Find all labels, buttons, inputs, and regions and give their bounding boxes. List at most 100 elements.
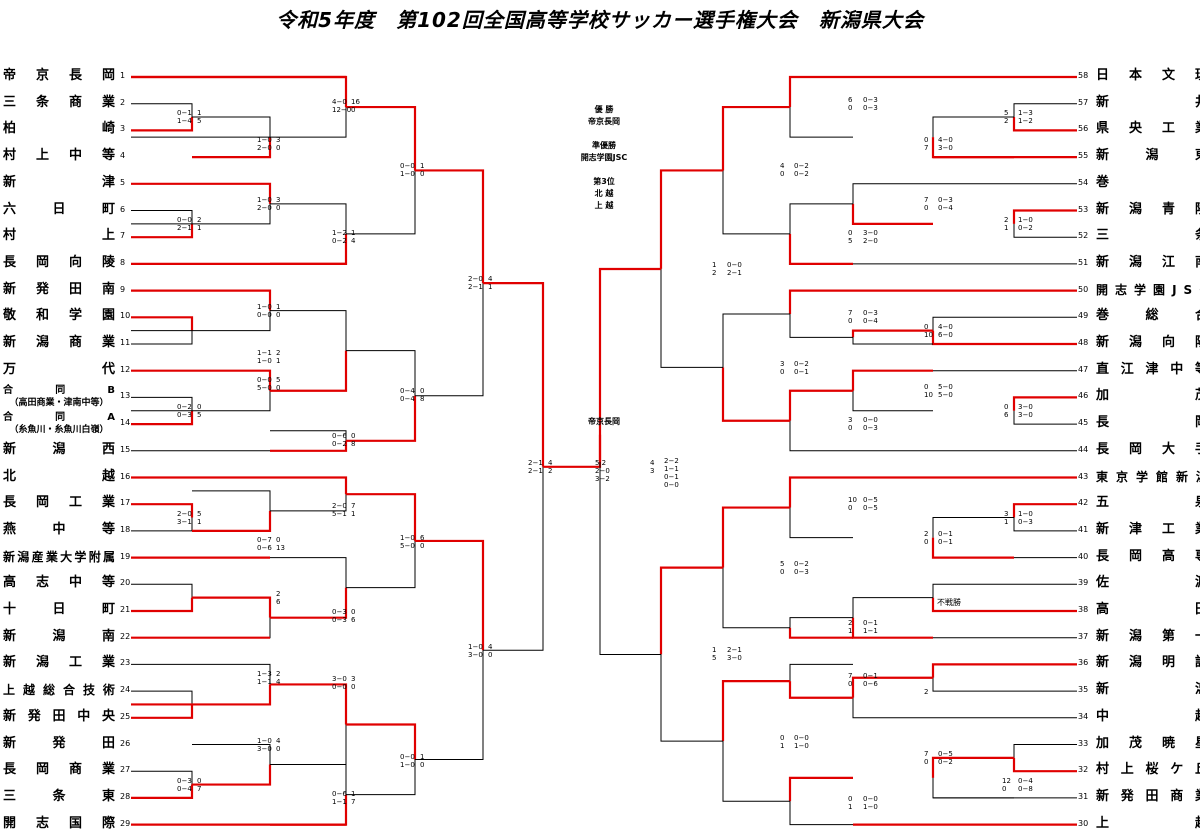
bracket-line (131, 704, 194, 719)
seed-number: 53 (1078, 204, 1089, 214)
bracket-line (131, 330, 193, 345)
team-21: 十日町 (3, 602, 115, 617)
bracket-line (1013, 517, 1077, 532)
score-s_r22_a: 2 (924, 688, 929, 697)
score-s_l1_a: 0−1 1−4 (177, 109, 192, 126)
score-s_r4_a: 4 0 (780, 162, 785, 179)
seed-number: 25 (120, 711, 131, 721)
bracket-line (192, 490, 271, 511)
team-26: 新発田 (3, 735, 115, 751)
bracket-line (131, 210, 193, 224)
seed-number: 33 (1078, 738, 1089, 748)
score-s_l17_a: 0−7 0−6 (257, 536, 272, 553)
bracket-line (722, 313, 790, 368)
bracket-line (415, 283, 484, 397)
seed-number: 38 (1078, 605, 1089, 614)
bracket-line (415, 539, 485, 651)
score-s_r21_b: 0−1 0−6 (863, 672, 878, 689)
bracket-line (131, 369, 272, 391)
bracket-line (131, 503, 194, 518)
score-s_r5_a: 7 0 (924, 195, 929, 212)
bracket-line (788, 627, 853, 639)
score-s_l17_b: 0 13 (276, 536, 285, 553)
bracket-line (931, 663, 1077, 678)
seed-number: 8 (120, 257, 126, 267)
team-44: 長岡大手 (1096, 441, 1200, 457)
team-8: 長岡向陵 (3, 254, 115, 270)
seed-number: 44 (1078, 444, 1089, 454)
team-49: 巻総合 (1096, 308, 1200, 324)
bracket-line (1012, 757, 1077, 773)
seed-number: 34 (1078, 711, 1089, 721)
team-58: 日本文理 (1096, 68, 1200, 83)
score-s_l15_a: 2−0 5−1 (332, 501, 347, 518)
champion-label: 優 勝 (594, 105, 614, 114)
score-s_f_a: 5 2 2−0 3−2 (595, 458, 610, 483)
bracket-line (659, 566, 723, 655)
team-18: 燕中等 (3, 521, 115, 537)
team-12: 万代 (3, 361, 115, 377)
team-1: 帝京長岡 (3, 68, 115, 83)
bracket-line (270, 310, 347, 351)
team-46: 加茂 (1096, 388, 1200, 404)
seed-number: 12 (120, 364, 131, 374)
bracket-line (131, 203, 271, 225)
bracket-line (270, 557, 347, 588)
bracket-line (131, 583, 193, 598)
score-s_r14_b: 0−0 0−3 (863, 416, 878, 433)
team-57: 新井 (1096, 94, 1200, 110)
seed-number: 41 (1078, 524, 1089, 534)
bracket-line (789, 420, 853, 452)
seed-number: 30 (1078, 818, 1089, 828)
bracket-line (852, 337, 933, 345)
bracket-line (788, 776, 853, 802)
bracket-line (789, 313, 853, 338)
score-s_l10_b: 5 0 (276, 376, 281, 393)
score-s_l10_a: 0−0 5−0 (257, 376, 272, 393)
bracket-line (931, 537, 1014, 559)
bracket-line (270, 350, 348, 392)
bracket-line (131, 690, 193, 705)
score-s_r13_b: 0−2 0−1 (794, 360, 809, 377)
seed-number: 37 (1078, 631, 1089, 641)
team-55: 新潟東 (1096, 148, 1200, 164)
score-s_r25_a: 12 0 (1002, 776, 1011, 793)
score-s_l21_b: 2 4 (276, 669, 281, 686)
bracket-line (346, 350, 416, 396)
bracket-line (660, 654, 723, 742)
score-s_r7_b: 3−0 2−0 (863, 229, 878, 246)
bracket-line (1012, 117, 1077, 132)
score-s_r28_b: 4 3 (650, 458, 655, 475)
score-s_r13_a: 3 0 (780, 360, 785, 377)
seed-number: 48 (1078, 338, 1089, 347)
third-place-2: 上 越 (594, 201, 614, 210)
team-54: 巻 (1096, 174, 1110, 190)
seed-number: 27 (120, 765, 131, 775)
bracket-line (851, 203, 933, 225)
score-s_l28_b: 4 2 (548, 458, 553, 475)
score-s_l26_a: 0−0 1−0 (400, 752, 415, 769)
seed-number: 40 (1078, 551, 1089, 561)
team-39: 佐渡 (1096, 575, 1200, 591)
seed-number: 19 (120, 551, 131, 561)
seed-number: 2 (120, 97, 126, 107)
bracket-line (1013, 410, 1077, 425)
bracket-line (346, 395, 417, 442)
score-s_l4_a: 1−0 2−0 (257, 195, 272, 212)
score-s_r3_a: 0 7 (924, 135, 929, 152)
score-s_l1_b: 1 5 (197, 109, 202, 126)
score-s_r4_b: 0−2 0−2 (794, 162, 809, 179)
score-s_l7_a: 0−0 1−0 (400, 162, 415, 179)
bracket-line (192, 617, 271, 639)
bracket-line (851, 676, 933, 698)
team-35: 新潟 (1096, 682, 1200, 698)
bracket-line (192, 596, 272, 618)
bracket-line (270, 724, 347, 766)
score-s_l24_a: 0−3 0−4 (177, 776, 192, 793)
bracket-line (192, 510, 272, 533)
bracket-line (598, 267, 661, 462)
bracket-line (932, 116, 1014, 138)
team-38: 高田 (1096, 602, 1200, 617)
team-15: 新潟西 (3, 441, 115, 457)
bracket-line (270, 203, 347, 234)
